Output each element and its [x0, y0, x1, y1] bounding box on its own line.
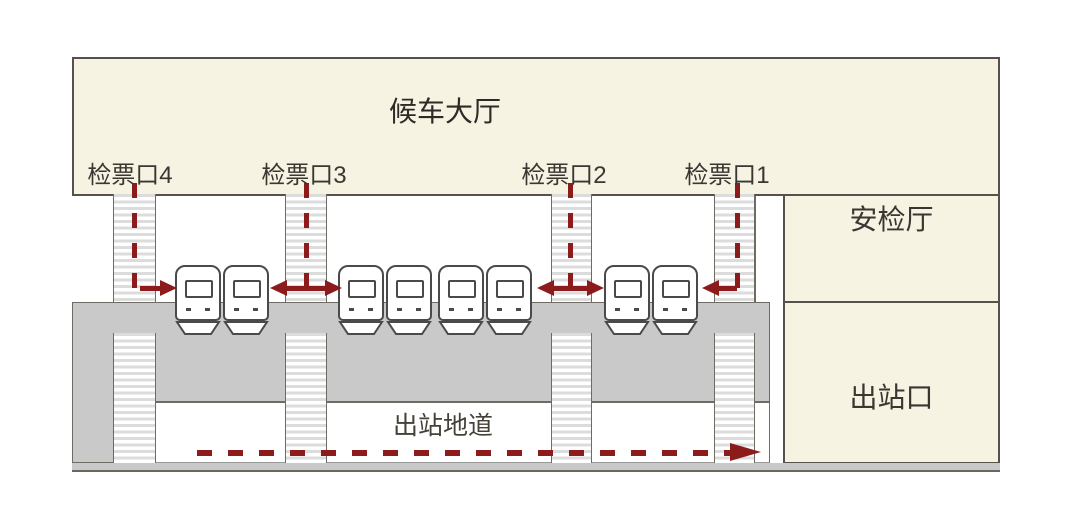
- exit-hall-label: 出站口: [849, 382, 934, 413]
- train-car: [604, 265, 650, 321]
- train-skirt: [604, 321, 650, 335]
- gate-4-arrow-line: [140, 285, 160, 291]
- gate-3-stairs: [285, 333, 327, 463]
- train-car: [486, 265, 532, 321]
- train-car: [223, 265, 269, 321]
- train-skirt: [338, 321, 384, 335]
- train-car: [438, 265, 484, 321]
- gate-1-label: 检票口1: [684, 162, 770, 189]
- waiting-hall-area: [72, 57, 1000, 196]
- train-car: [652, 265, 698, 321]
- train-skirt: [223, 321, 269, 335]
- security-hall-label: 安检厅: [849, 204, 934, 235]
- train-window: [348, 280, 376, 298]
- train-skirt: [175, 321, 221, 335]
- security-and-exit-area: [783, 194, 1000, 464]
- train-window: [185, 280, 213, 298]
- gate-3-arrow-right-icon: [325, 280, 342, 296]
- gate-4-stairs: [113, 333, 156, 463]
- gate-2-arrow-right-icon: [587, 280, 604, 296]
- gate-3-arrow-left-icon: [270, 280, 287, 296]
- security-exit-divider: [783, 301, 1000, 303]
- train-window: [614, 280, 642, 298]
- gate-1-stairs: [714, 333, 755, 463]
- waiting-hall-label: 候车大厅: [388, 96, 501, 127]
- gate-3-label: 检票口3: [261, 162, 347, 189]
- exit-route-arrow-icon: [730, 443, 761, 461]
- train-window: [496, 280, 524, 298]
- gate-4-label: 检票口4: [87, 162, 173, 189]
- exit-route-dashes: [197, 450, 730, 456]
- train-skirt: [652, 321, 698, 335]
- train-skirt: [386, 321, 432, 335]
- gate-1-arrow-left-icon: [702, 280, 719, 296]
- train-car: [386, 265, 432, 321]
- gate-1-arrow-line: [719, 285, 737, 291]
- train-window: [448, 280, 476, 298]
- gate-1-flow-dashes: [734, 183, 740, 290]
- train-window: [396, 280, 424, 298]
- gate-4-arrow-right-icon: [160, 280, 177, 296]
- train-window: [662, 280, 690, 298]
- gate-2-stairs: [551, 333, 592, 463]
- gate-2-flow-dashes: [568, 183, 573, 290]
- gate-3-arrow-line: [287, 285, 325, 291]
- gate-2-arrow-left-icon: [537, 280, 554, 296]
- underpass-label: 出站地道: [392, 412, 493, 440]
- train-car: [338, 265, 384, 321]
- train-car: [175, 265, 221, 321]
- gate-2-label: 检票口2: [521, 162, 607, 189]
- train-skirt: [486, 321, 532, 335]
- bottom-edge-bar: [72, 463, 1000, 472]
- gate-3-flow-dashes: [303, 183, 309, 290]
- train-window: [233, 280, 261, 298]
- gate-4-flow-dashes: [131, 183, 137, 290]
- train-skirt: [438, 321, 484, 335]
- gate-2-arrow-line: [554, 285, 587, 291]
